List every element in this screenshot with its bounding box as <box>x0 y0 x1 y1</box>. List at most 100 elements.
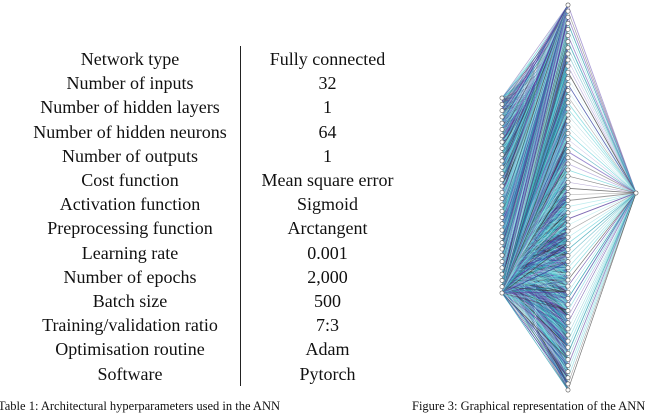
hidden-output-connection <box>567 192 637 317</box>
input-hidden-connection <box>501 218 569 294</box>
input-neuron <box>499 196 505 202</box>
hidden-output-connection <box>567 192 637 311</box>
hidden-neuron <box>565 137 571 142</box>
hidden-neuron <box>565 161 571 167</box>
input-hidden-connection <box>501 4 569 218</box>
input-hidden-connection <box>501 4 569 130</box>
input-hidden-connection <box>501 65 569 294</box>
input-neuron <box>499 265 505 271</box>
hidden-output-connection <box>567 192 637 232</box>
input-hidden-connection <box>501 90 569 294</box>
hidden-neuron <box>565 179 571 185</box>
input-neuron <box>499 133 505 139</box>
input-hidden-connection <box>501 4 569 250</box>
input-hidden-connection <box>501 292 569 305</box>
input-hidden-connection <box>501 292 569 391</box>
input-hidden-connection <box>501 145 569 294</box>
input-neuron <box>499 252 505 258</box>
parameter-value: Fully connected <box>269 49 386 69</box>
input-neuron <box>499 221 505 227</box>
input-hidden-connection <box>501 292 569 330</box>
hidden-neuron <box>565 277 571 283</box>
hidden-neuron <box>565 295 571 301</box>
hidden-neuron <box>565 259 571 265</box>
input-hidden-connection <box>501 29 569 294</box>
input-neuron <box>499 164 505 170</box>
input-hidden-connection <box>501 249 569 294</box>
hidden-neuron <box>565 247 571 252</box>
input-neuron <box>499 152 505 158</box>
table-row: Number of hidden neurons 64 <box>20 120 415 144</box>
input-neuron <box>499 114 505 120</box>
input-neuron <box>499 246 505 252</box>
hidden-neuron <box>565 130 571 136</box>
hidden-output-connection <box>567 192 637 220</box>
hidden-output-connection <box>567 120 637 194</box>
hidden-neuron <box>565 14 571 20</box>
input-hidden-connection <box>501 292 569 378</box>
hidden-neuron <box>565 39 571 45</box>
hidden-neuron <box>565 112 571 118</box>
hidden-output-connection <box>567 139 637 194</box>
hidden-neuron <box>565 375 571 381</box>
hidden-output-connection <box>567 102 637 194</box>
hidden-neuron <box>565 350 571 356</box>
input-hidden-connection <box>501 255 569 294</box>
parameter-value: 64 <box>318 121 337 142</box>
input-hidden-connection <box>501 188 569 294</box>
hidden-neuron <box>565 173 571 179</box>
input-hidden-connection <box>501 292 569 348</box>
hidden-output-connection <box>567 175 637 194</box>
input-hidden-connection <box>501 4 569 174</box>
input-hidden-connection <box>501 285 569 294</box>
hidden-output-connection <box>567 192 637 226</box>
input-hidden-connection <box>501 292 569 299</box>
parameter-name: Number of inputs <box>66 73 194 94</box>
hidden-output-connection <box>567 187 637 194</box>
hidden-neuron <box>565 228 571 234</box>
hidden-output-connection <box>567 96 637 194</box>
input-neuron <box>499 120 505 126</box>
parameter-value: Mean square error <box>261 170 394 191</box>
hidden-output-connection <box>567 192 637 250</box>
table-vertical-rule <box>240 46 241 386</box>
input-hidden-connection <box>501 273 569 294</box>
input-hidden-connection <box>501 96 569 294</box>
input-hidden-connection <box>501 72 569 294</box>
parameter-name: Number of hidden neurons <box>33 121 227 142</box>
input-hidden-connection <box>501 224 569 287</box>
parameter-name: Number of outputs <box>62 145 198 166</box>
hidden-output-connection <box>567 192 637 342</box>
hidden-neuron <box>565 69 571 75</box>
hidden-output-connection <box>567 157 637 194</box>
hidden-neuron <box>565 100 571 106</box>
hidden-output-connection <box>567 65 637 194</box>
input-neuron <box>499 177 505 183</box>
hidden-output-connection <box>567 84 637 194</box>
hidden-neuron <box>565 357 571 362</box>
input-neuron <box>499 183 505 189</box>
parameter-value: 7:3 <box>315 315 339 336</box>
input-neuron <box>499 215 505 220</box>
input-hidden-connection <box>501 127 569 294</box>
hidden-output-connection <box>567 192 637 244</box>
hidden-neuron <box>565 320 571 326</box>
input-neuron <box>499 189 505 195</box>
hidden-neuron <box>565 302 571 307</box>
input-hidden-connection <box>501 292 569 342</box>
hidden-output-connection <box>567 192 637 214</box>
hidden-output-connection <box>567 127 637 194</box>
input-hidden-connection <box>501 292 569 366</box>
input-hidden-connection <box>501 4 569 99</box>
hidden-neuron <box>565 381 571 387</box>
hidden-neuron <box>565 326 571 332</box>
hidden-neuron <box>565 314 571 320</box>
input-hidden-connection <box>501 230 569 294</box>
input-neuron <box>499 145 505 151</box>
hidden-output-connection <box>567 163 637 194</box>
input-hidden-connection <box>501 200 569 294</box>
